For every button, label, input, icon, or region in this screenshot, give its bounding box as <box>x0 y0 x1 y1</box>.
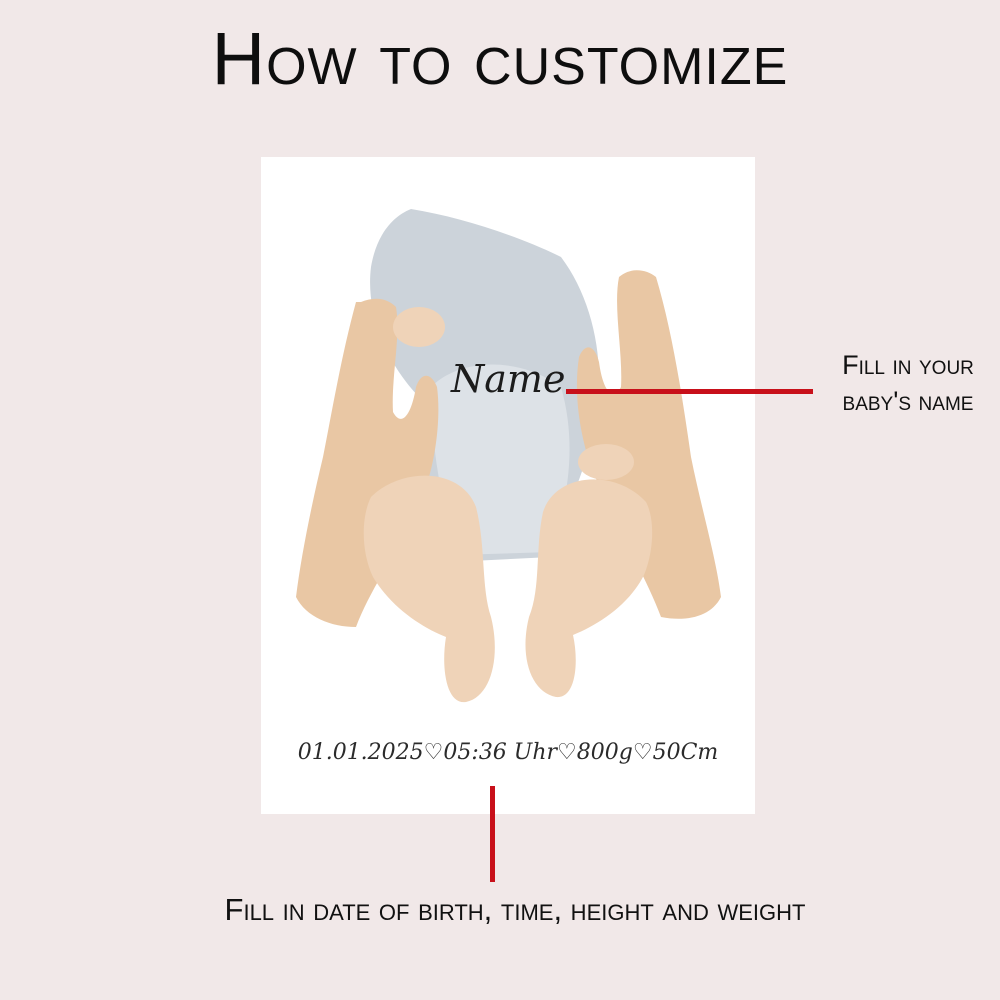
heart-icon: ♡ <box>557 740 577 765</box>
poster-preview: Name 01.01.2025♡05:36 Uhr♡800g♡50Cm <box>261 157 755 814</box>
birth-weight: 800g <box>576 740 633 765</box>
details-pointer-line <box>490 786 495 882</box>
birth-date: 01.01.2025 <box>297 740 424 765</box>
page-title: How to customize <box>211 17 789 100</box>
baby-name-placeholder: Name <box>451 357 566 401</box>
birth-height: 50Cm <box>652 740 719 765</box>
birth-details: 01.01.2025♡05:36 Uhr♡800g♡50Cm <box>261 740 755 765</box>
name-pointer-line <box>566 389 813 394</box>
baby-hands-illustration <box>296 209 721 703</box>
heart-icon: ♡ <box>632 740 653 765</box>
heart-icon: ♡ <box>423 740 444 765</box>
birth-time: 05:36 Uhr <box>443 740 558 765</box>
name-instruction-line-1: Fill in your <box>842 350 974 380</box>
name-instruction-line-2: baby's name <box>842 385 974 416</box>
name-instruction: Fill in your baby's name <box>818 348 998 419</box>
details-instruction: Fill in date of birth, time, height and … <box>224 892 806 927</box>
